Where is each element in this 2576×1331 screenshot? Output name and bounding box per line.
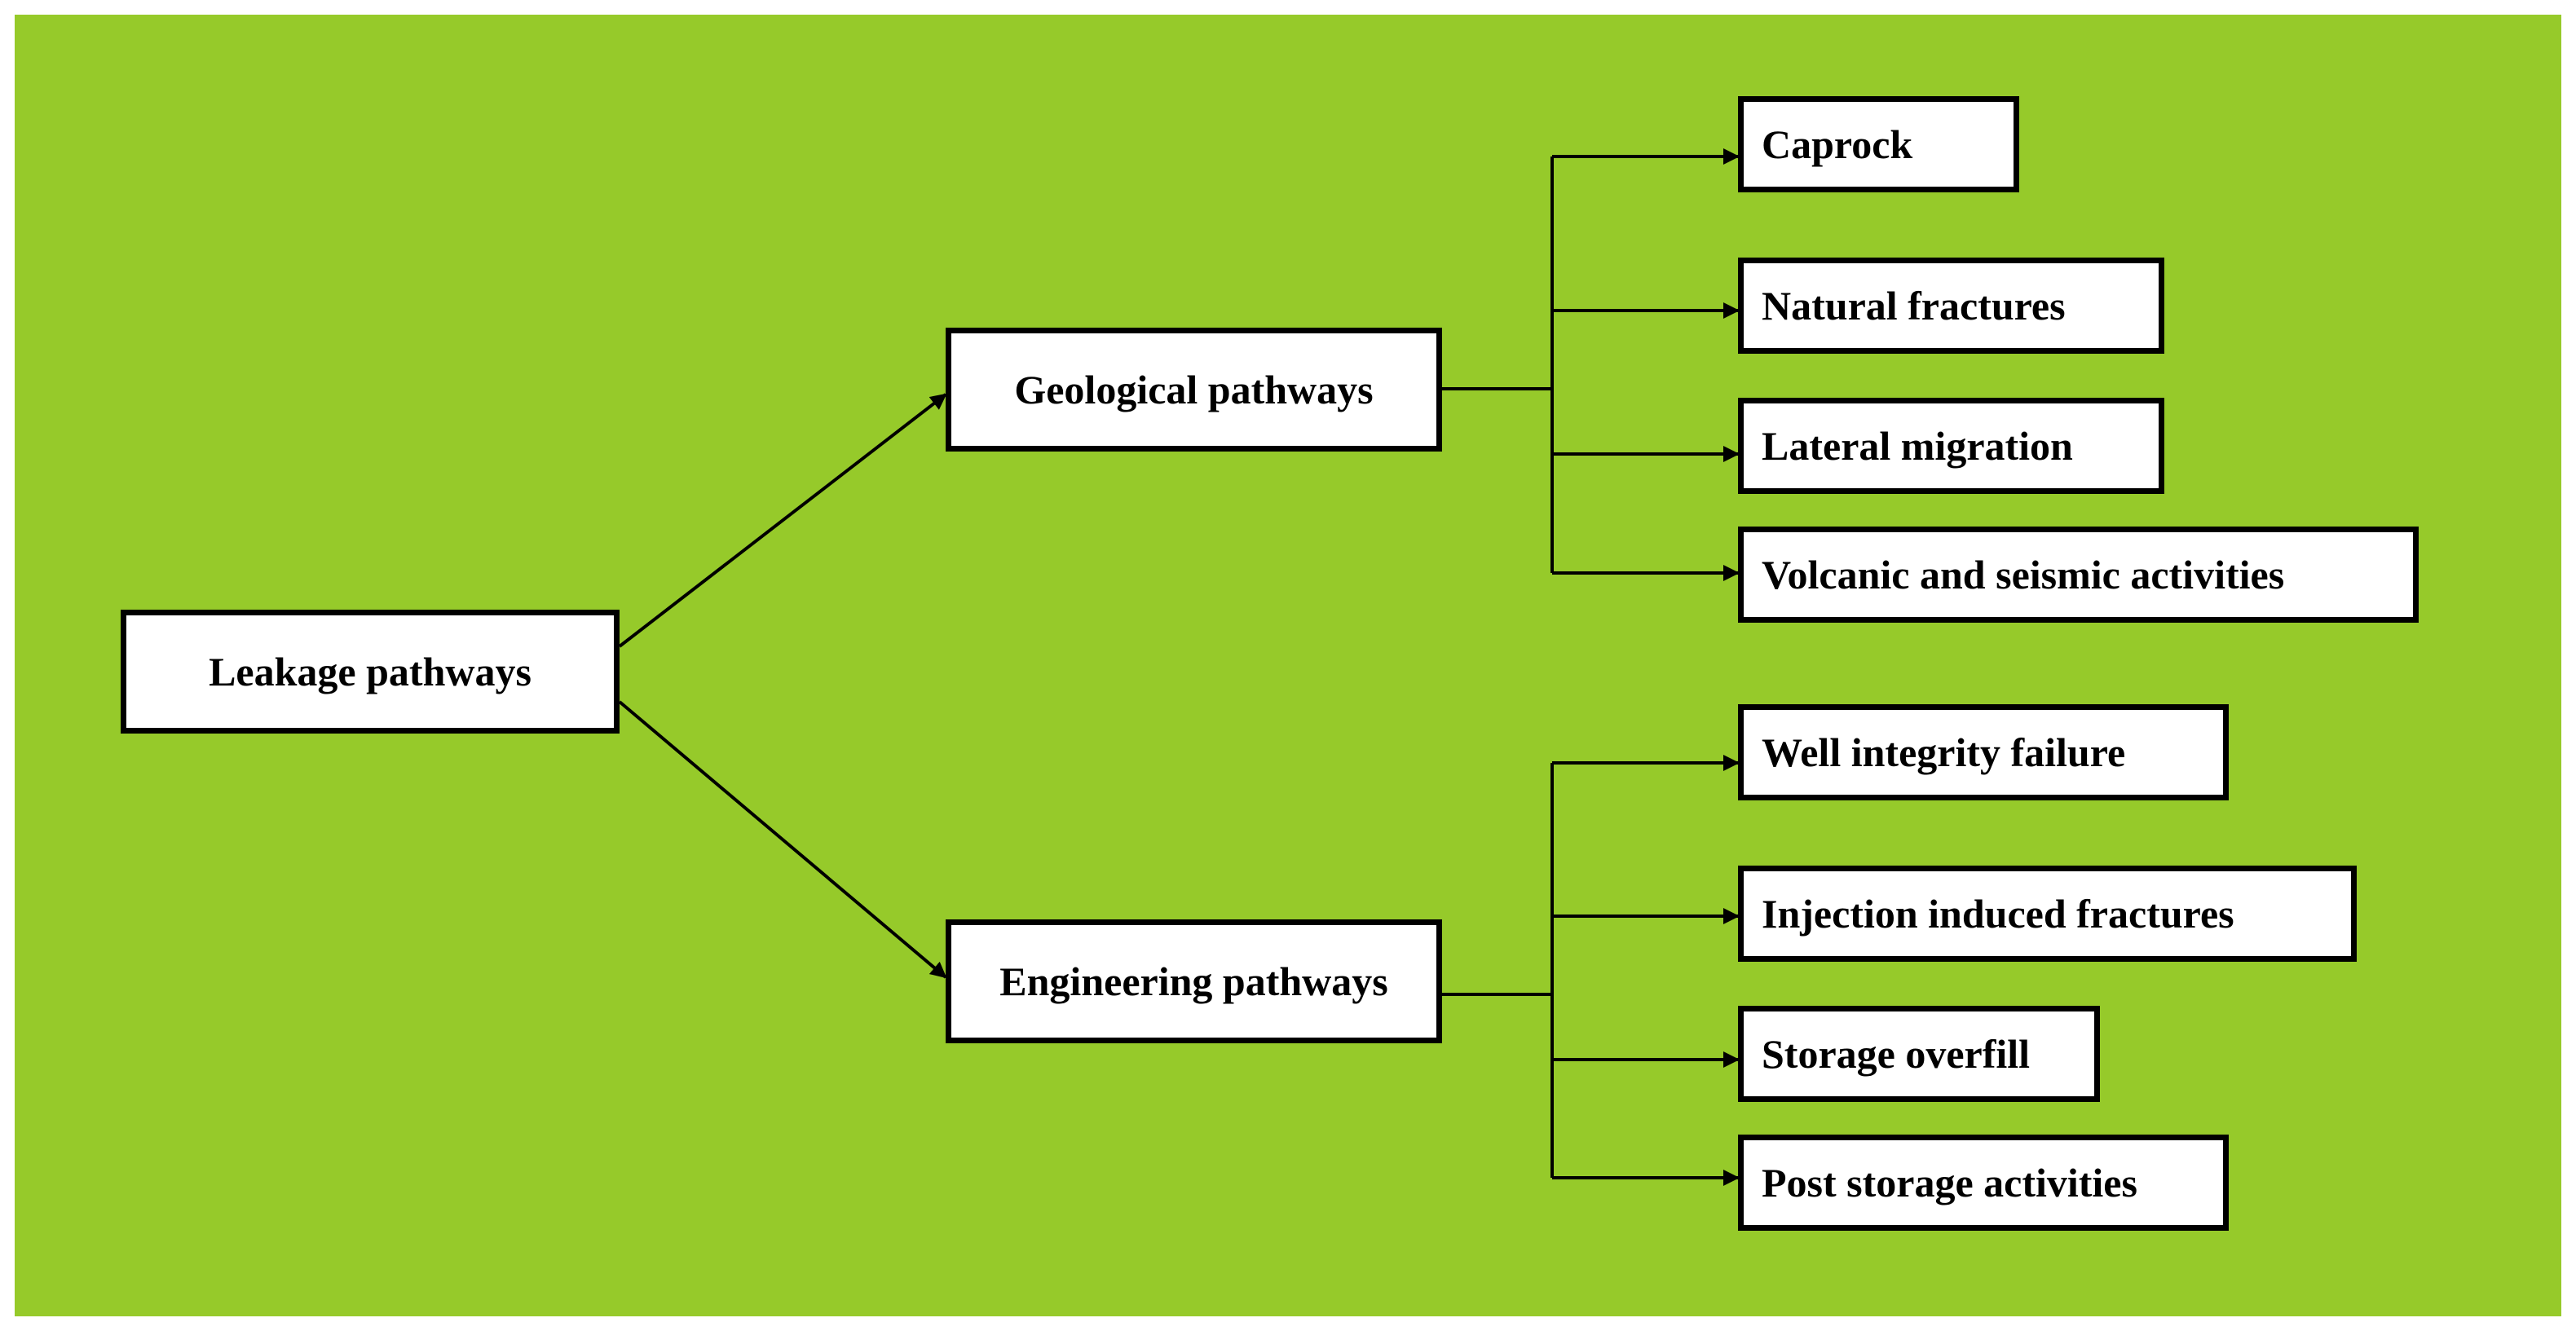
edge-root-geological (618, 393, 947, 648)
well-integrity-failure-node: Well integrity failure (1738, 704, 2229, 800)
lateral-migration-node: Lateral migration (1738, 398, 2164, 494)
post-storage-activities-node: Post storage activities (1738, 1135, 2229, 1231)
caprock-node: Caprock (1738, 96, 2019, 192)
geological-pathways-node: Geological pathways (946, 328, 1442, 452)
edge-root-engineering (618, 700, 947, 979)
storage-overfill-node: Storage overfill (1738, 1006, 2100, 1102)
volcanic-seismic-node: Volcanic and seismic activities (1738, 527, 2419, 623)
injection-induced-fractures-node: Injection induced fractures (1738, 866, 2357, 962)
root-node: Leakage pathways (121, 610, 620, 734)
natural-fractures-node: Natural fractures (1738, 258, 2164, 354)
engineering-pathways-node: Engineering pathways (946, 919, 1442, 1043)
